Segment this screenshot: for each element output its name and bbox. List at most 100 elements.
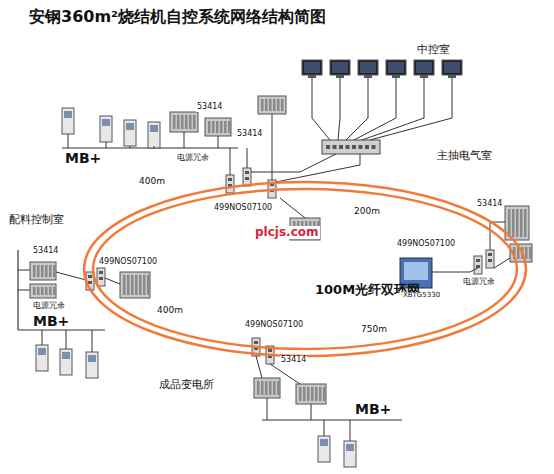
wire-line [230, 148, 231, 175]
monitor-screen [444, 62, 460, 73]
switch-port [245, 177, 249, 180]
rack-slot [37, 287, 40, 295]
note-text: 电源冗余 [462, 278, 496, 287]
module-code: 53414 [32, 247, 59, 256]
wire-line [494, 258, 510, 268]
rack-slot [277, 381, 280, 395]
monitor-stand [308, 75, 316, 78]
switch-module [474, 256, 482, 274]
switch-port [245, 171, 249, 174]
wire-line [350, 420, 351, 441]
hub-port [372, 145, 376, 149]
drive-display [64, 111, 72, 118]
monitor [302, 60, 322, 75]
wire-line [490, 222, 491, 250]
wire-line [276, 154, 360, 182]
switch-port [268, 349, 272, 352]
rack-slot [228, 121, 231, 133]
plc-rack [30, 284, 56, 298]
drive-display [62, 352, 70, 359]
rack-slot [173, 115, 176, 129]
rack-slot [41, 265, 44, 277]
rack-slot [307, 387, 310, 401]
rack-slot [216, 121, 219, 133]
rack-slot [273, 381, 276, 395]
drive-unit [36, 345, 48, 371]
module-code: 499NOS07100 [244, 321, 304, 330]
wire-line [218, 136, 219, 148]
rack-slot [45, 265, 48, 277]
module-code: 53414 [476, 200, 503, 209]
rack-slot [127, 275, 130, 295]
rack-slot [516, 209, 519, 237]
wire-line [362, 78, 424, 140]
rack-slot [281, 99, 284, 111]
drive-unit [62, 108, 74, 134]
rack-slot [181, 115, 184, 129]
rack-slot [123, 275, 126, 295]
wire-line [68, 134, 69, 148]
rack-slot [212, 121, 215, 133]
rack-slot [524, 209, 527, 237]
bus-name: MB+ [354, 402, 392, 417]
module-code: 53414 [196, 103, 223, 112]
switch-port [99, 271, 103, 274]
rack-slot [269, 381, 272, 395]
rack-slot [45, 287, 48, 295]
wire-line [312, 78, 330, 140]
drive-unit [124, 120, 136, 146]
rack-slot [135, 275, 138, 295]
rack-slot [220, 121, 223, 133]
monitor-stand [448, 75, 456, 78]
switch-port [254, 341, 258, 344]
rack-slot [277, 99, 280, 111]
rack-slot [49, 265, 52, 277]
distance-label: 200m [353, 207, 381, 217]
monitor-screen [388, 62, 404, 73]
room-name: 成品变电所 [158, 379, 215, 391]
drive-display [126, 123, 134, 130]
bus-name: MB+ [32, 314, 70, 329]
drive-display [102, 119, 110, 126]
monitor-stand [420, 75, 428, 78]
wire-line [324, 420, 325, 436]
rack-slot [512, 209, 515, 237]
wire-line [105, 278, 120, 284]
distance-label: 400m [138, 177, 166, 187]
room-name: 中控室 [416, 44, 451, 56]
drive-unit [86, 352, 98, 378]
ring-outer [84, 182, 526, 356]
rack-slot [189, 115, 192, 129]
rack-slot [261, 99, 264, 111]
module-code: 499NOS07100 [213, 204, 273, 213]
rack-slot [185, 115, 188, 129]
ring-outline [82, 180, 528, 358]
rack-slot [311, 387, 314, 401]
hub-port [352, 145, 356, 149]
rack-slot [143, 275, 146, 295]
rack-slot [520, 209, 523, 237]
wire-line [270, 364, 300, 384]
module-code: 499NOS07100 [98, 258, 158, 267]
drive-display [88, 355, 96, 362]
wire-line [18, 290, 30, 291]
switch-module [486, 250, 494, 268]
module-code: 53414 [280, 356, 307, 365]
plc-rack [258, 96, 286, 114]
fiber-ring: 100M光纤双环网 [82, 180, 528, 358]
room-name: 主抽电气室 [436, 150, 493, 162]
bus-name: MB+ [64, 151, 102, 166]
wire-line [256, 356, 262, 378]
hub-port [365, 145, 369, 149]
rack-slot [131, 275, 134, 295]
wire-line [280, 198, 305, 218]
rack-slot [41, 287, 44, 295]
switch-port [476, 259, 480, 262]
rack-slot [224, 121, 227, 133]
plc-rack [120, 272, 150, 298]
switch-module [226, 175, 234, 193]
monitor-stand [392, 75, 400, 78]
wire-line [106, 142, 107, 148]
distance-label: 750m [360, 325, 388, 335]
wire-line [18, 270, 30, 271]
